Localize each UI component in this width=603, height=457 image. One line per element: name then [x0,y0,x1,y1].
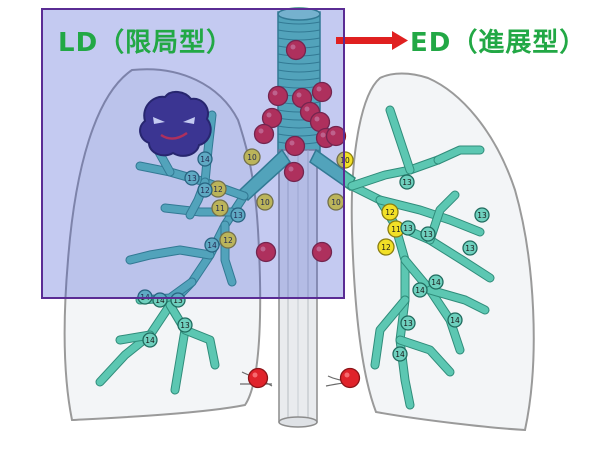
red-lymph-nodes [247,39,361,389]
yellow-lymph-node: 10 [243,148,261,166]
lymph-node-label: 10 [331,198,341,207]
lymph-node-label: 13 [173,296,183,305]
node-highlight [252,372,258,378]
teal-lymph-node: 13 [177,317,193,333]
limited-disease-label: LD（限局型） [58,28,234,58]
tumor-blob-icon [139,91,212,157]
teal-lymph-node: 13 [474,207,490,223]
lymph-node-label: 14 [207,241,217,250]
lymph-node-label: 11 [215,204,225,213]
lymph-node-label: 14 [431,278,441,287]
node-highlight [260,246,266,252]
lymph-node-label: 13 [465,244,475,253]
teal-lymph-node: 13 [230,207,246,223]
lymph-node-label: 10 [340,156,350,165]
bronchus-branch-fill [396,336,454,376]
lymph-node-label: 13 [180,321,190,330]
lymph-node-label: 14 [145,336,155,345]
right-arrow-icon [336,31,408,50]
lymph-node-label: 13 [477,211,487,220]
node-highlight [289,140,295,146]
lymph-node-label: 11 [391,225,401,234]
lymph-node-label: 14 [395,350,405,359]
node-highlight [258,128,264,134]
yellow-lymph-node: 12 [381,203,399,221]
teal-lymph-node: 13 [400,220,416,236]
teal-lymph-node: 13 [170,292,186,308]
lymph-node-label: 14 [200,155,210,164]
node-highlight [314,116,320,122]
yellow-lymph-node: 10 [336,151,354,169]
lymph-node-label: 10 [247,153,257,162]
lymph-node-label: 13 [187,174,197,183]
lymph-node-label: 14 [450,316,460,325]
bronchus-branch-fill [426,286,489,314]
teal-lymph-node: 14 [412,282,428,298]
yellow-lymph-node: 12 [377,238,395,256]
lymph-node-label: 13 [402,178,412,187]
teal-lymph-node: 12 [197,182,213,198]
esophagus [278,149,318,428]
lymph-node-label: 14 [415,286,425,295]
teal-lymph-node: 13 [184,170,200,186]
lymph-node-label: 14 [155,296,165,305]
teal-lymph-node: 13 [399,174,415,190]
teal-lymph-node: 13 [420,226,436,242]
lymph-node-label: 12 [213,185,223,194]
lymph-node-label: 13 [403,319,413,328]
yellow-lymph-node: 10 [256,193,274,211]
node-highlight [290,44,296,50]
node-highlight [316,246,322,252]
yellow-lymph-node: 11 [211,199,229,217]
bronchus-branch-fill [386,106,414,174]
lymph-node-label: 12 [385,208,395,217]
node-highlight [344,372,350,378]
lymph-node-label: 13 [403,224,413,233]
bronchus-branch-fill [96,301,174,386]
extensive-disease-label: ED（進展型） [410,28,587,58]
limited-disease-overlay [42,9,344,298]
lymph-node-label: 12 [200,186,210,195]
node-highlight [304,106,310,112]
bronchus-branch-fill [126,246,214,264]
bronchus-branch-fill [371,296,409,369]
node-highlight [272,90,278,96]
bronchus-branch-fill [166,301,189,394]
teal-lymph-node: 13 [400,315,416,331]
teal-lymph-node: 14 [152,292,168,308]
node-highlight [330,130,336,136]
lymph-node-label: 13 [423,230,433,239]
yellow-lymph-node: 12 [219,231,237,249]
node-highlight [266,112,272,118]
teal-lymph-node: 14 [392,346,408,362]
bronchus-branch-fill [181,326,219,369]
bronchus-branch-fill [348,156,442,190]
bronchus-branch-fill [401,256,464,354]
teal-lymph-node: 13 [462,240,478,256]
teal-lymph-node: 14 [142,332,158,348]
bronchus-branch-fill [434,146,484,164]
node-highlight [296,92,302,98]
lymph-node-label: 10 [260,198,270,207]
node-highlight [320,132,326,138]
lymph-node-label: 12 [381,243,391,252]
red-lymph-node [339,367,361,389]
teal-lymph-node: 14 [428,274,444,290]
teal-lymph-node: 14 [447,312,463,328]
red-lymph-node [247,367,269,389]
lymph-node-label: 12 [223,236,233,245]
node-highlight [288,166,294,172]
node-highlight [316,86,322,92]
teal-lymph-node: 14 [197,151,213,167]
teal-lymph-node: 14 [204,237,220,253]
lymph-node-label: 13 [233,211,243,220]
